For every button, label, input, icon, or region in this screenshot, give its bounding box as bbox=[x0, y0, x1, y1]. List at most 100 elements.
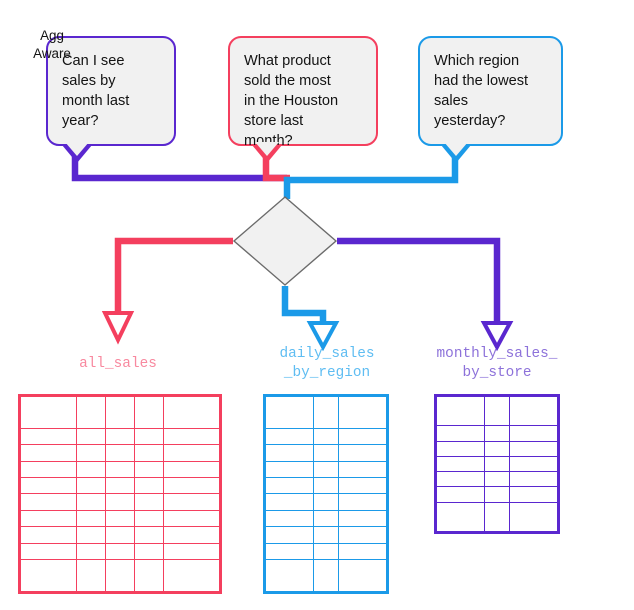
table-cell bbox=[434, 501, 486, 534]
table-cell bbox=[105, 493, 135, 511]
table-row bbox=[434, 486, 560, 503]
table-cell bbox=[18, 477, 78, 495]
table-cell bbox=[484, 501, 510, 534]
table-row bbox=[18, 559, 222, 593]
table-body bbox=[18, 395, 222, 593]
table-cell bbox=[18, 444, 78, 462]
table-cell bbox=[162, 460, 222, 479]
table-cell bbox=[263, 477, 315, 495]
table-cell bbox=[337, 477, 389, 495]
table-cell bbox=[76, 477, 107, 495]
table-cell bbox=[76, 444, 107, 462]
table-cell bbox=[105, 559, 135, 593]
table-cell bbox=[337, 444, 389, 462]
table-cell bbox=[313, 460, 339, 479]
wire-blue bbox=[281, 152, 459, 352]
table-cell bbox=[162, 477, 222, 495]
table-cell bbox=[162, 444, 222, 462]
table-row bbox=[18, 460, 222, 479]
table-all-sales[interactable] bbox=[18, 394, 222, 594]
table-cell bbox=[18, 493, 78, 511]
table-cell bbox=[263, 395, 315, 429]
table-body bbox=[434, 394, 560, 534]
table-cell bbox=[508, 440, 560, 457]
table-cell bbox=[434, 440, 486, 457]
table-row bbox=[263, 395, 389, 429]
table-cell bbox=[434, 394, 486, 427]
table-cell bbox=[508, 471, 560, 488]
table-cell bbox=[162, 542, 222, 561]
table-cell bbox=[263, 460, 315, 479]
decision-label: Agg Aware bbox=[0, 0, 104, 90]
question-bubble-lowest-region[interactable]: Which region had the lowest sales yester… bbox=[418, 36, 563, 146]
bubble-tail-fill-2 bbox=[255, 142, 279, 156]
table-cell bbox=[313, 493, 339, 511]
table-cell bbox=[133, 542, 164, 561]
table-cell bbox=[133, 477, 164, 495]
table-cell bbox=[18, 559, 78, 593]
wire-pink bbox=[101, 152, 290, 345]
table-cell bbox=[337, 509, 389, 528]
table-cell bbox=[263, 542, 315, 561]
table-caption-daily-sales-by-region: daily_sales _by_region bbox=[279, 346, 375, 381]
table-row bbox=[18, 444, 222, 462]
table-cell bbox=[337, 427, 389, 446]
table-row bbox=[434, 394, 560, 427]
table-body bbox=[263, 395, 389, 593]
table-daily-sales-by-region[interactable] bbox=[263, 394, 389, 594]
question-bubble-month-sales[interactable]: Can I see sales by month last year? bbox=[46, 36, 176, 146]
question-text: Can I see sales by month last year? bbox=[62, 53, 130, 129]
table-cell bbox=[313, 395, 339, 429]
table-cell bbox=[508, 486, 560, 503]
table-row bbox=[18, 509, 222, 528]
question-bubble-houston-product[interactable]: What product sold the most in the Housto… bbox=[228, 36, 378, 149]
table-cell bbox=[313, 427, 339, 446]
table-cell bbox=[133, 460, 164, 479]
decision-label-line2: Aware bbox=[33, 46, 71, 61]
table-cell bbox=[76, 526, 107, 544]
table-cell bbox=[18, 395, 78, 429]
table-cell bbox=[434, 455, 486, 473]
table-caption-monthly-sales-by-store: monthly_sales_ by_store bbox=[436, 346, 558, 381]
table-cell bbox=[133, 395, 164, 429]
table-cell bbox=[508, 394, 560, 427]
question-text: What product sold the most in the Housto… bbox=[244, 53, 339, 149]
decision-label-line1: Agg bbox=[40, 28, 64, 43]
table-cell bbox=[313, 559, 339, 593]
table-cell bbox=[313, 477, 339, 495]
table-row bbox=[263, 542, 389, 561]
table-cell bbox=[162, 493, 222, 511]
table-cell bbox=[337, 526, 389, 544]
table-cell bbox=[263, 559, 315, 593]
table-caption-all-sales: all_sales bbox=[79, 356, 157, 372]
table-cell bbox=[105, 542, 135, 561]
table-row bbox=[434, 455, 560, 473]
table-cell bbox=[105, 395, 135, 429]
table-cell bbox=[508, 501, 560, 534]
table-cell bbox=[313, 542, 339, 561]
table-row bbox=[263, 559, 389, 593]
table-cell bbox=[484, 455, 510, 473]
table-row bbox=[434, 501, 560, 534]
decision-diamond[interactable] bbox=[232, 196, 338, 286]
table-cell bbox=[434, 471, 486, 488]
table-cell bbox=[105, 509, 135, 528]
table-row bbox=[18, 477, 222, 495]
table-monthly-sales-by-store[interactable] bbox=[434, 394, 560, 534]
table-cell bbox=[162, 509, 222, 528]
table-cell bbox=[508, 425, 560, 442]
table-row bbox=[18, 542, 222, 561]
table-cell bbox=[133, 559, 164, 593]
table-cell bbox=[18, 427, 78, 446]
table-cell bbox=[76, 460, 107, 479]
table-cell bbox=[133, 509, 164, 528]
table-cell bbox=[434, 486, 486, 503]
table-row bbox=[263, 427, 389, 446]
table-cell bbox=[484, 440, 510, 457]
table-cell bbox=[76, 427, 107, 446]
table-cell bbox=[18, 460, 78, 479]
table-cell bbox=[76, 509, 107, 528]
table-cell bbox=[133, 526, 164, 544]
table-cell bbox=[337, 559, 389, 593]
table-cell bbox=[263, 526, 315, 544]
